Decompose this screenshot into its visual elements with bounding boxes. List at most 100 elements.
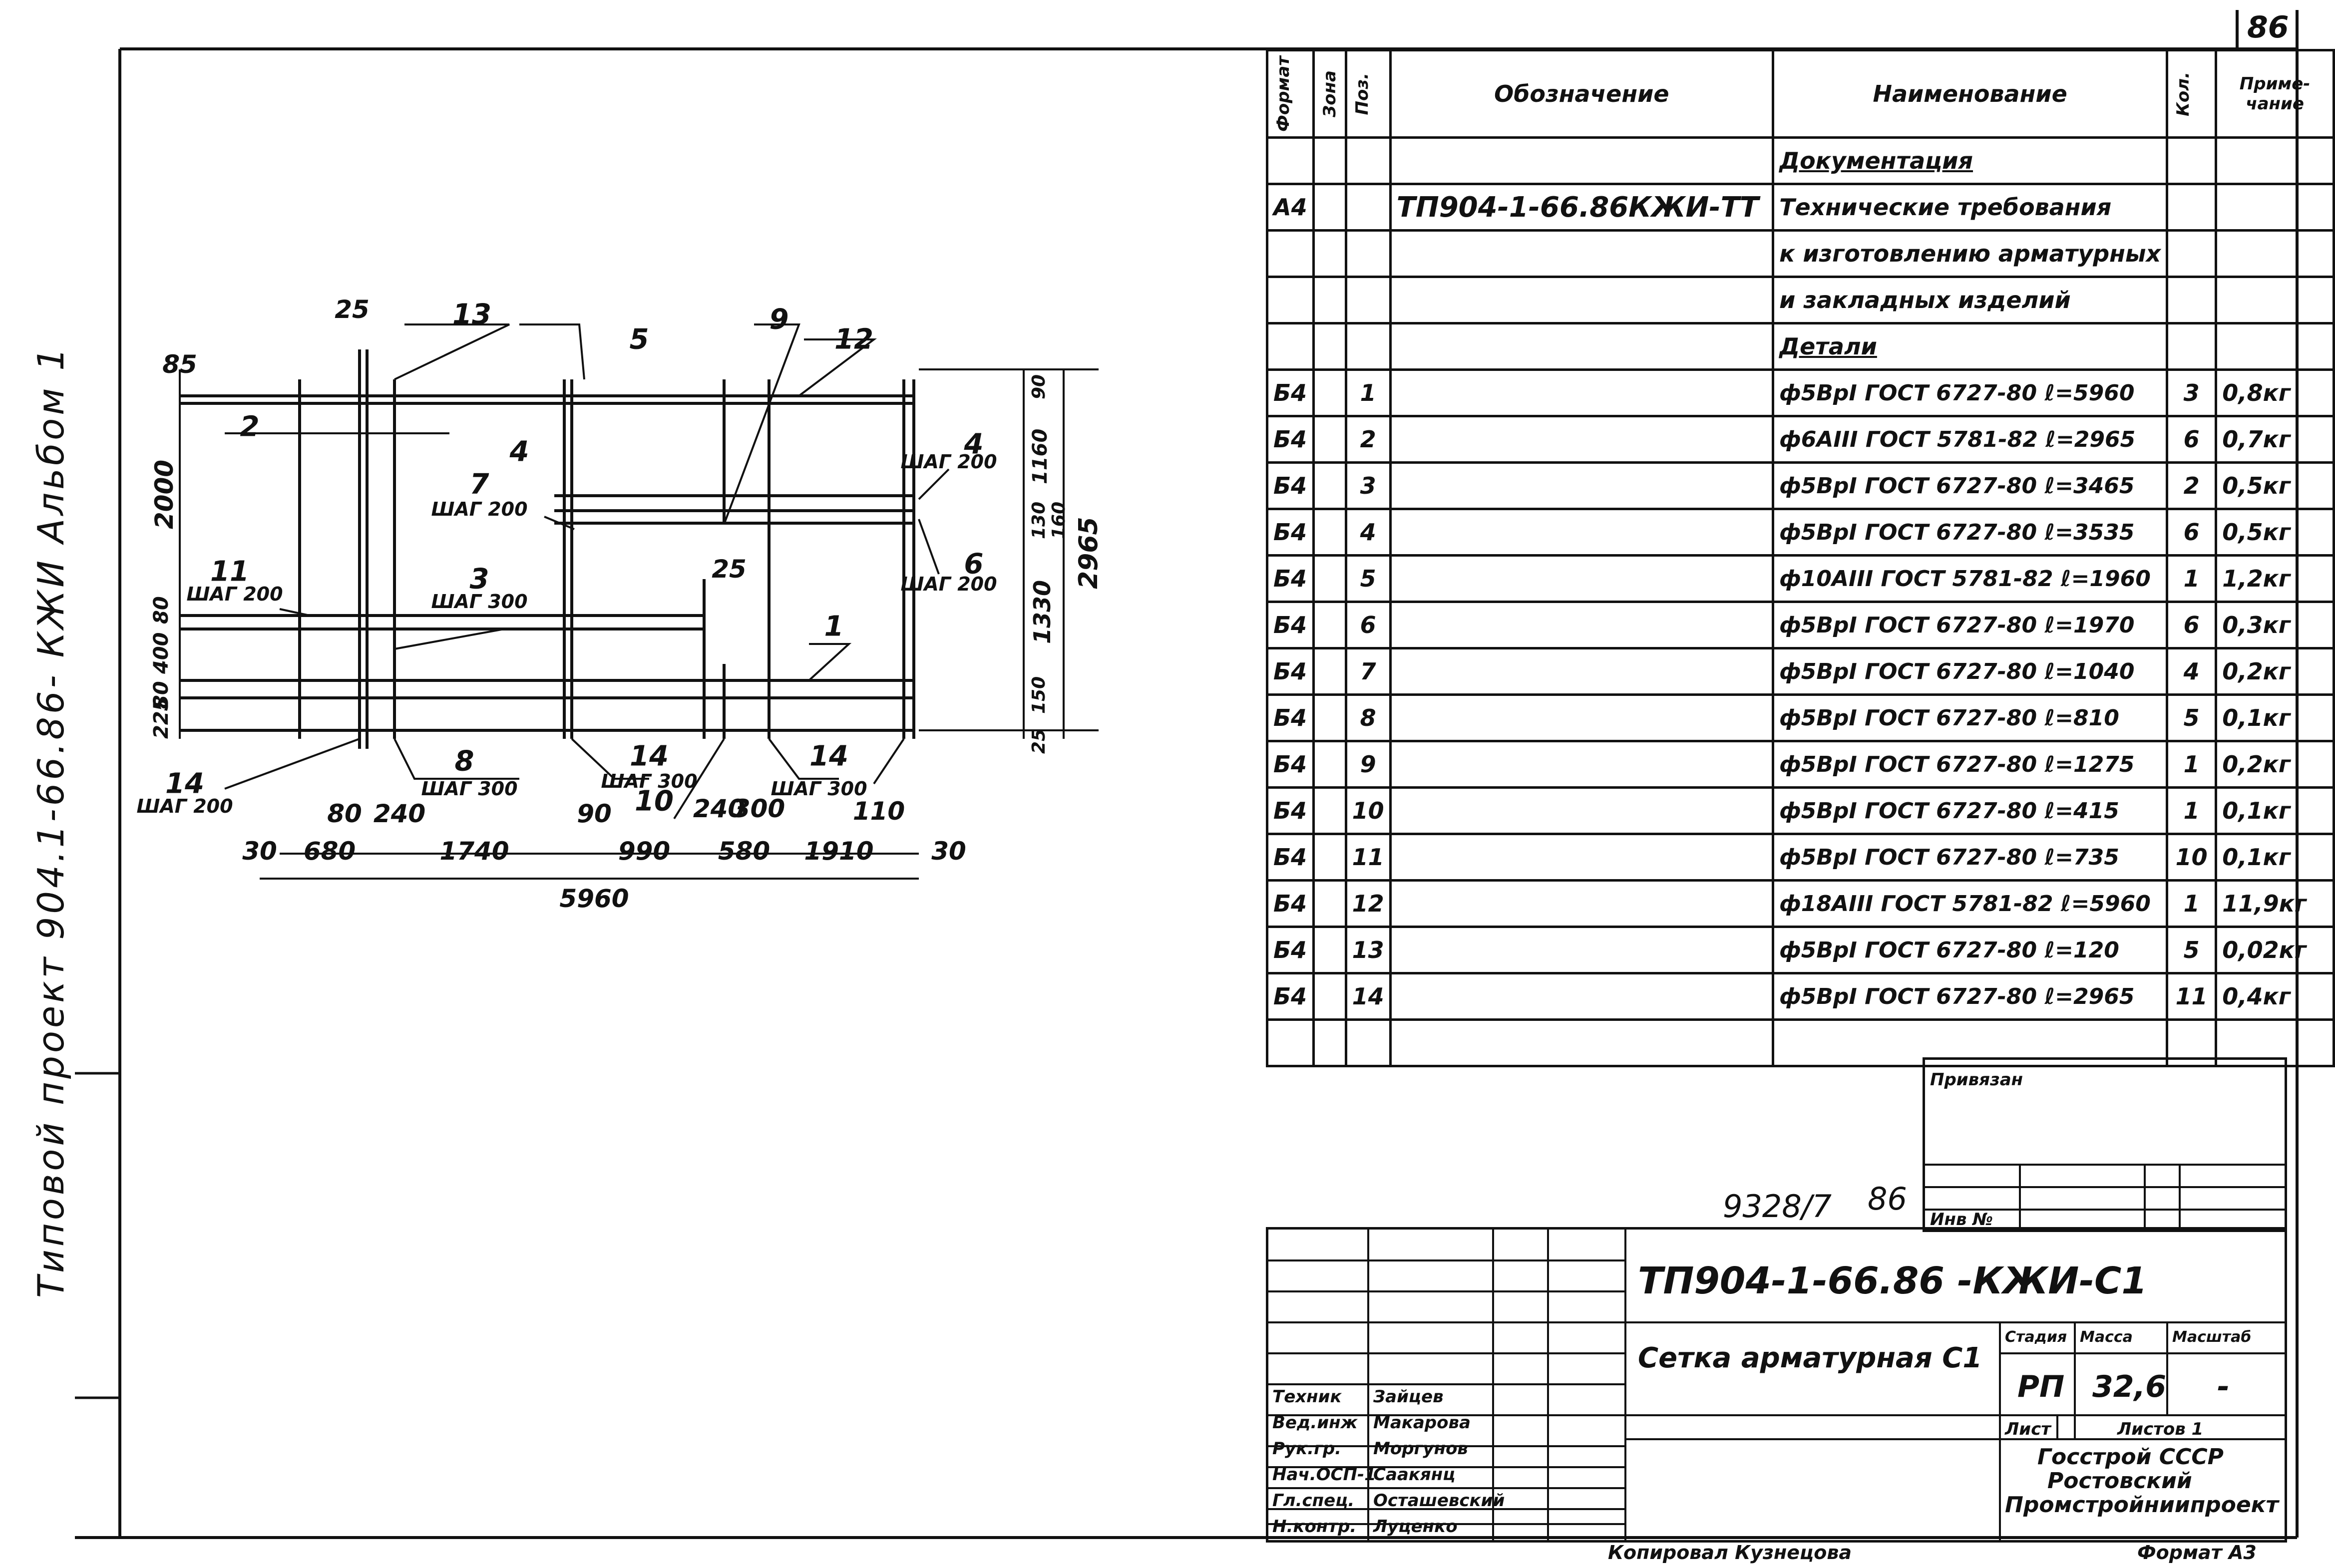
cell-format: Б4 <box>1266 740 1315 789</box>
cell-designation: ТП904-1-66.86КЖИ-ТТ <box>1389 183 1775 232</box>
position-label: 13 <box>452 298 491 331</box>
table-row: Документация <box>1266 136 2335 185</box>
dim-total: 5960 <box>559 884 629 913</box>
step-label: ШАГ 300 <box>601 770 698 792</box>
position-label: 10 <box>635 785 674 818</box>
cell-name: ф5ВрI ГОСТ 6727-80 ℓ=1970 <box>1772 601 2169 649</box>
mesh-drawing <box>179 323 1099 880</box>
cell-qty: 4 <box>2166 647 2218 696</box>
step-label: ШАГ 200 <box>186 583 283 605</box>
cell-zone <box>1312 693 1347 742</box>
dim-right: 160 <box>1049 501 1069 539</box>
cell-qty: 5 <box>2166 693 2218 742</box>
cell-name: ф5ВрI ГОСТ 6727-80 ℓ=1040 <box>1772 647 2169 696</box>
cell-designation <box>1389 833 1775 882</box>
cell-designation <box>1389 508 1775 557</box>
cell-name: ф10АIII ГОСТ 5781-82 ℓ=1960 <box>1772 554 2169 603</box>
cell-note: 0,1кг <box>2215 786 2335 835</box>
dim-right: 25 <box>1029 728 1049 754</box>
col-designation-header: Обозначение <box>1389 49 1775 139</box>
cell-qty: 11 <box>2166 972 2218 1021</box>
cell-pos: 13 <box>1344 926 1392 974</box>
cell-note: 0,7кг <box>2215 415 2335 464</box>
dim-misc: 240 <box>693 794 746 823</box>
dim-bottom: 990 <box>618 837 671 866</box>
staff-name: Осташевский <box>1373 1491 1505 1511</box>
dim-right: 130 <box>1029 501 1049 539</box>
cell-zone <box>1312 508 1347 557</box>
scale-label: Масштаб <box>2172 1328 2252 1346</box>
cell-designation <box>1389 601 1775 649</box>
staff-name: Макарова <box>1373 1413 1471 1433</box>
binding-block: Привязан Инв № <box>1923 1057 2287 1232</box>
cell-designation <box>1389 415 1775 464</box>
cell-name: и закладных изделий <box>1772 276 2169 324</box>
position-label: 9 <box>769 303 789 336</box>
cell-pos: 12 <box>1344 879 1392 928</box>
col-qty-header: Кол. <box>2173 71 2194 116</box>
cell-zone <box>1312 740 1347 789</box>
inv-label: Инв № <box>1930 1210 1993 1230</box>
dim-bottom: 1740 <box>439 837 509 866</box>
position-label: 14 <box>809 740 848 773</box>
cell-designation <box>1389 368 1775 417</box>
position-label: 8 <box>454 745 474 778</box>
dim-bottom: 680 <box>303 837 356 866</box>
org-line-3: Промстройниипроект <box>2005 1492 2279 1518</box>
dim-misc: 25 <box>335 295 370 324</box>
table-row: и закладных изделий <box>1266 276 2335 324</box>
col-format-header: Формат <box>1273 56 1293 132</box>
inventory-suffix: 86 <box>1868 1181 1907 1217</box>
table-row: Детали <box>1266 322 2335 371</box>
cell-zone <box>1312 926 1347 974</box>
cell-note: 0,5кг <box>2215 461 2335 510</box>
cell-zone <box>1312 415 1347 464</box>
cell-name: ф5ВрI ГОСТ 6727-80 ℓ=2965 <box>1772 972 2169 1021</box>
cell-format: Б4 <box>1266 601 1315 649</box>
cell-format: Б4 <box>1266 461 1315 510</box>
cell-note: 0,02кг <box>2215 926 2335 974</box>
cell-format: Б4 <box>1266 879 1315 928</box>
dim-right: 90 <box>1029 374 1049 399</box>
sheet-label: Лист <box>2005 1419 2051 1439</box>
cell-qty: 10 <box>2166 833 2218 882</box>
cell-pos: 8 <box>1344 693 1392 742</box>
col-name-header: Наименование <box>1772 49 2169 139</box>
cell-name: ф18АIII ГОСТ 5781-82 ℓ=5960 <box>1772 879 2169 928</box>
cell-name: ф5ВрI ГОСТ 6727-80 ℓ=735 <box>1772 833 2169 882</box>
table-header-row: Формат Зона Поз. Обозначение Наименовани… <box>1266 49 2335 139</box>
dim-misc: 90 <box>577 799 612 828</box>
cell-format: Б4 <box>1266 786 1315 835</box>
staff-role: Гл.спец. <box>1272 1491 1355 1511</box>
document-code: ТП904-1-66.86 -КЖИ-С1 <box>1638 1259 2147 1302</box>
dim-misc: 300 <box>733 794 785 823</box>
format-label: Формат А3 <box>2137 1542 2257 1564</box>
cell-name: ф5ВрI ГОСТ 6727-80 ℓ=1275 <box>1772 740 2169 789</box>
cell-designation <box>1389 740 1775 789</box>
cell-note: 0,1кг <box>2215 693 2335 742</box>
table-row: А4 ТП904-1-66.86КЖИ-ТТ Технические требо… <box>1266 183 2335 232</box>
table-row: к изготовлению арматурных <box>1266 229 2335 278</box>
dim-misc: 80 <box>327 799 362 828</box>
staff-role: Н.контр. <box>1272 1517 1357 1537</box>
cell-note: 0,3кг <box>2215 601 2335 649</box>
step-label: ШАГ 200 <box>136 795 233 817</box>
binding-label: Привязан <box>1930 1070 2023 1090</box>
dim-right: 2965 <box>1074 517 1104 589</box>
position-label: 3 <box>469 563 489 596</box>
cell-qty: 5 <box>2166 926 2218 974</box>
title-block-grid <box>1268 1230 2285 1540</box>
cell-format: Б4 <box>1266 647 1315 696</box>
cell-pos: 3 <box>1344 461 1392 510</box>
cell-note: 0,2кг <box>2215 740 2335 789</box>
stage-label: Стадия <box>2005 1328 2067 1346</box>
